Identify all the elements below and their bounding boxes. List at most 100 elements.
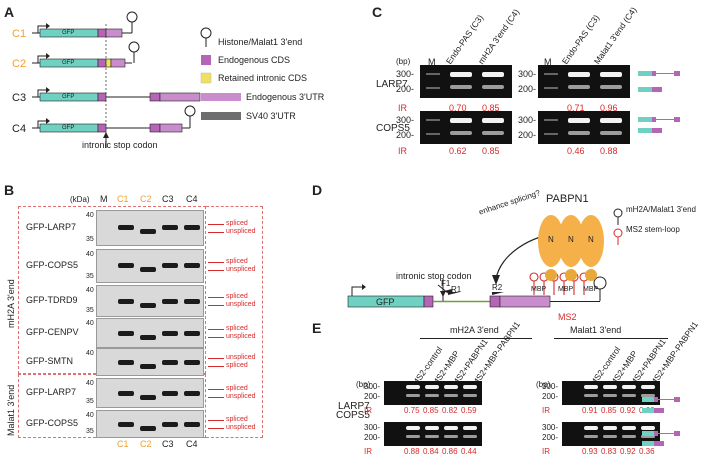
blot-band bbox=[184, 421, 200, 427]
c-m300-l1: 300- bbox=[396, 69, 415, 79]
blot-name: GFP-LARP7 bbox=[26, 387, 77, 397]
legend-hairpin-d bbox=[613, 208, 623, 218]
blot-band bbox=[162, 359, 178, 365]
e-ir-value: 0.88 bbox=[404, 447, 420, 456]
lane-c3-b-bottom: C3 bbox=[162, 439, 174, 449]
lane-c1-b-bottom: C1 bbox=[117, 439, 129, 449]
c-ir-cops5-l1: 0.62 bbox=[449, 146, 467, 156]
blot-arrow bbox=[208, 428, 224, 429]
d-n1: N bbox=[548, 235, 554, 244]
c-ir-cops5-l2: 0.85 bbox=[482, 146, 500, 156]
c-ir-larp7-l2: 0.85 bbox=[482, 103, 500, 113]
gel-band-spliced bbox=[600, 85, 622, 89]
blot-marker-35: 35 bbox=[86, 398, 94, 405]
c-m200-r2: 200- bbox=[518, 130, 537, 140]
pabpn1-shape-1 bbox=[538, 215, 564, 267]
gel-band-spliced bbox=[450, 85, 472, 89]
blot-top-label: spliced bbox=[226, 220, 248, 227]
e-marker-300: 300- bbox=[542, 382, 559, 391]
c-ir-larp7-l1: 0.70 bbox=[449, 103, 467, 113]
blot-band bbox=[140, 394, 156, 400]
e-group-mh2a: mH2A 3'end bbox=[450, 325, 499, 335]
blot-top-label: spliced bbox=[226, 293, 248, 300]
c-m200-l1: 200- bbox=[396, 84, 415, 94]
c-ir-1: IR bbox=[398, 103, 407, 113]
blot-band bbox=[184, 263, 200, 269]
gel-band-unspliced bbox=[568, 72, 590, 77]
label-c1: C1 bbox=[12, 28, 27, 40]
mbp-circle-3 bbox=[585, 269, 597, 281]
blot-top-label: spliced bbox=[226, 325, 248, 332]
blot-marker-40: 40 bbox=[86, 287, 94, 294]
blot-band bbox=[184, 225, 200, 231]
blot-band bbox=[118, 225, 134, 231]
blot-marker-40: 40 bbox=[86, 251, 94, 258]
gfp-text-2: GFP bbox=[62, 60, 75, 66]
gel-band-spliced bbox=[450, 131, 472, 135]
blot-arrow bbox=[208, 420, 224, 421]
legend-ms2-d bbox=[613, 228, 623, 238]
blot-arrow bbox=[208, 270, 224, 271]
e-bp-right: (bp) bbox=[536, 380, 551, 389]
e-band-spliced bbox=[425, 435, 439, 438]
blot-marker-35: 35 bbox=[86, 236, 94, 243]
c-m200-r1: 200- bbox=[518, 84, 537, 94]
e-band-spliced bbox=[444, 435, 458, 438]
panel-c-letter: C bbox=[372, 4, 383, 20]
blot-band bbox=[162, 298, 178, 304]
c-ir-cops5-r2: 0.88 bbox=[600, 146, 618, 156]
e-marker-300: 300- bbox=[364, 382, 381, 391]
gel-ladder-band bbox=[426, 119, 440, 121]
group-label-mh2a: mH2A 3'end bbox=[6, 279, 16, 328]
d-r1: R1 bbox=[451, 285, 462, 294]
primer-r1 bbox=[448, 292, 460, 295]
e-gene-cops5: COPS5 bbox=[336, 410, 370, 421]
d-protein: PABPN1 bbox=[546, 193, 589, 205]
blot-band bbox=[118, 263, 134, 269]
e-ir-value: 0.85 bbox=[601, 406, 617, 415]
e-ir-value: 0.92 bbox=[620, 406, 636, 415]
d-mbp3: MBP bbox=[583, 286, 599, 293]
construct-c4 bbox=[32, 105, 196, 133]
blot-top-label: spliced bbox=[226, 258, 248, 265]
blot-name: GFP-SMTN bbox=[26, 356, 73, 366]
e-band-spliced bbox=[425, 394, 439, 397]
e-band-spliced bbox=[641, 394, 655, 397]
blot-band bbox=[118, 359, 134, 365]
mbp-circle-2 bbox=[565, 269, 577, 281]
c-lane-m-left: M bbox=[428, 57, 436, 67]
e-group-line-1 bbox=[420, 338, 532, 339]
gel-ladder-band bbox=[426, 133, 440, 135]
mbp-circle-1 bbox=[545, 269, 557, 281]
pabpn1-shape-3 bbox=[578, 215, 604, 267]
gel-ladder-band bbox=[544, 73, 558, 75]
blot-bot-label: unspliced bbox=[226, 266, 256, 273]
e-ir-label: IR bbox=[542, 406, 550, 415]
blot-arrow bbox=[208, 389, 224, 390]
label-c3: C3 bbox=[12, 92, 27, 104]
blot-band bbox=[162, 263, 178, 269]
c-gene-cops5: COPS5 bbox=[376, 123, 410, 134]
e-ir-value: 0.44 bbox=[461, 447, 477, 456]
e-band-unspliced bbox=[603, 426, 617, 430]
legend-cds: Endogenous CDS bbox=[218, 55, 291, 65]
gel-band-spliced bbox=[482, 85, 504, 89]
blot-band bbox=[184, 330, 200, 336]
intronic-swatch bbox=[200, 72, 212, 84]
ms2-stem-loops bbox=[529, 272, 589, 295]
e-band-unspliced bbox=[584, 385, 598, 389]
blot-arrow bbox=[208, 329, 224, 330]
e-band-spliced bbox=[463, 394, 477, 397]
c-amplicon-icons bbox=[638, 71, 680, 133]
d-mbp2: MBP bbox=[558, 286, 574, 293]
e-band-unspliced bbox=[425, 426, 439, 430]
panel-b-letter: B bbox=[4, 182, 15, 198]
e-band-unspliced bbox=[406, 426, 420, 430]
e-band-unspliced bbox=[603, 385, 617, 389]
blot-bot-label: unspliced bbox=[226, 228, 256, 235]
e-ir-value: 0.82 bbox=[442, 406, 458, 415]
panel-e-letter: E bbox=[312, 320, 322, 336]
gel-ladder-band bbox=[426, 87, 440, 89]
blot-name: GFP-LARP7 bbox=[26, 222, 77, 232]
c-lane-malat1: Malat1 3'end (C4) bbox=[591, 5, 639, 66]
